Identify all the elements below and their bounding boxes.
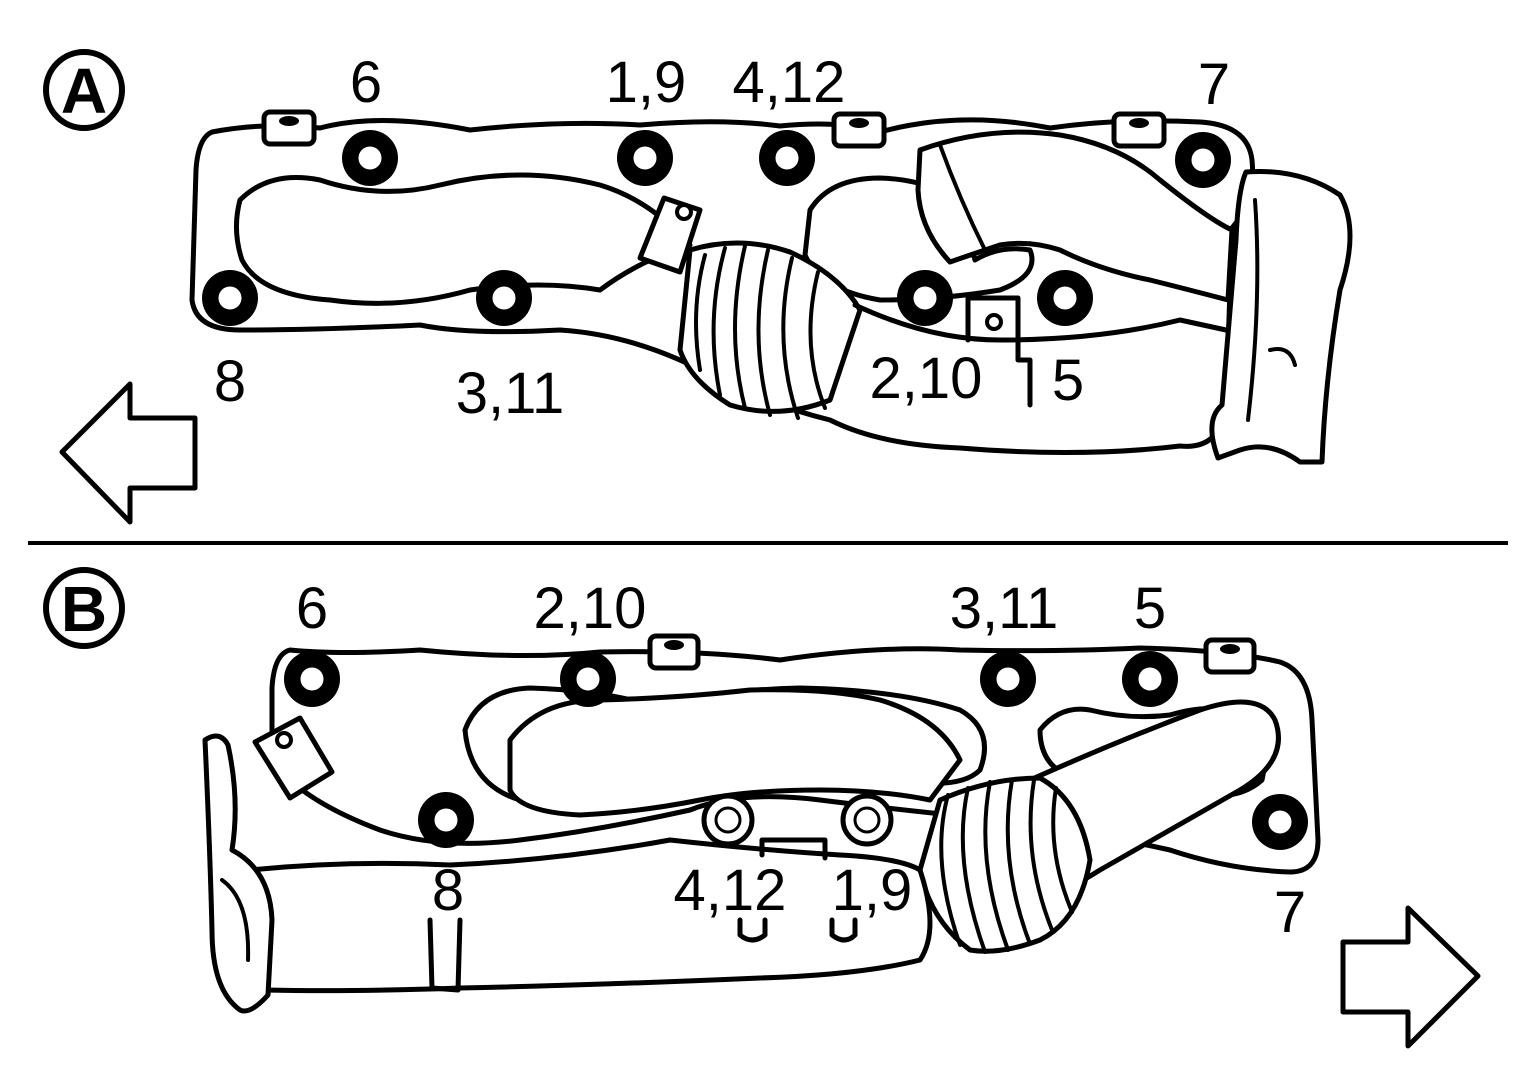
panel-a-label-3-11: 3,11 [456,361,565,426]
panel-a-bolt-6 [342,130,398,186]
panel-a-bolt-3-11 [476,270,532,326]
panel-a-bolt-2-10 [897,270,953,326]
panel-a-label-6: 6 [350,50,382,115]
panel-a: A [43,49,1353,525]
panel-b-label-6: 6 [296,576,328,641]
panel-b-bolt-6 [284,651,340,707]
panel-a-manifold [189,109,1353,465]
panel-a-tab-1 [261,109,317,147]
panel-b-bolt-1-9 [840,793,894,847]
panel-a-bolt-5 [1037,270,1093,326]
panel-b-label-1-9: 1,9 [832,858,913,923]
panel-a-bolt-1-9 [617,130,673,186]
panel-b-label-8: 8 [432,858,464,923]
panel-b-bolts [284,651,1308,850]
panel-a-tab-2 [831,111,887,149]
panel-b: B [43,567,1481,1049]
panel-b-label-4-12: 4,12 [674,858,787,923]
panel-b-bolt-3-11 [980,651,1036,707]
panel-a-label-4-12: 4,12 [733,50,846,115]
panel-a-direction-arrow-left-icon [59,381,198,525]
panel-b-tab-1 [647,633,701,671]
panel-b-manifold [202,633,1321,1014]
panel-b-label-5: 5 [1134,576,1166,641]
panel-a-flex-bellows [677,240,863,420]
panel-b-collector [237,837,933,994]
panel-a-label-2-10: 2,10 [870,346,983,411]
panel-b-label-7: 7 [1274,880,1306,945]
panel-b-letter: B [61,573,107,645]
panel-b-labels: 6 2,10 3,11 5 8 4,12 1,9 7 [296,576,1306,945]
panel-b-bolt-7 [1252,794,1308,850]
panel-b-label-3-11: 3,11 [950,576,1059,641]
panel-a-outlet-pipe [852,302,1229,343]
panel-b-flex-bellows [917,775,1093,954]
panel-b-badge: B [43,567,125,649]
panel-b-bolt-8 [418,792,474,848]
panel-b-label-2-10: 2,10 [534,576,647,641]
panel-b-direction-arrow-right-icon [1340,905,1481,1049]
panel-b-inlet-flange [202,733,275,1014]
panel-a-bolt-4-12 [759,130,815,186]
panel-a-bolts [202,130,1231,326]
panel-a-badge: A [43,49,125,131]
panel-a-labels: 6 1,9 4,12 7 8 3,11 2,10 5 [214,50,1230,426]
panel-b-bracket [252,715,335,801]
panel-a-right-port [802,175,1035,303]
panel-a-label-1-9: 1,9 [606,50,687,115]
panel-b-outlet-pipe [1027,699,1281,903]
panel-b-bolt-5 [1122,651,1178,707]
panel-b-bolt-2-10 [560,651,616,707]
panel-b-tab-2 [1203,637,1257,675]
panel-a-label-8: 8 [214,349,246,414]
panel-a-letter: A [61,55,107,127]
panel-b-pipe-bend [507,687,963,818]
panel-a-bolt-7 [1175,132,1231,188]
panel-b-bolt-4-12 [701,793,755,847]
panel-a-tab-3 [1111,111,1167,149]
panel-a-label-7: 7 [1198,52,1230,117]
panel-a-pipe-bend [915,129,1235,303]
panel-a-label-5: 5 [1052,348,1084,413]
panel-a-heat-shield [1209,169,1353,465]
panel-a-bolt-8 [202,270,258,326]
